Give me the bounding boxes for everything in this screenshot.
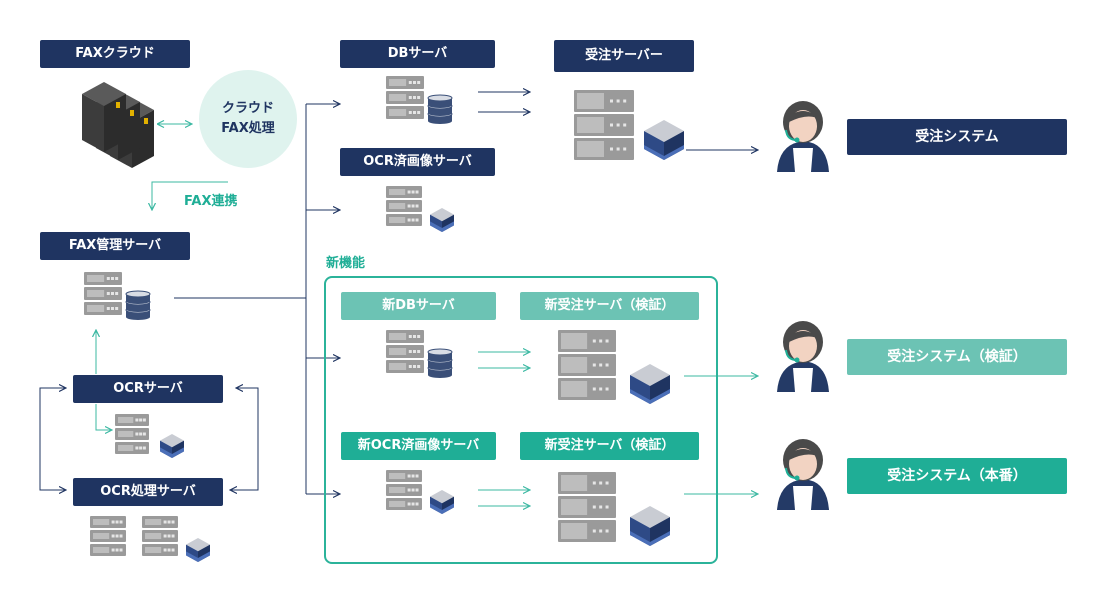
order-system-box: 受注システム — [847, 119, 1067, 155]
server-rack-icon — [386, 76, 424, 119]
cube-icon — [160, 434, 184, 458]
server-rack-icon — [558, 330, 616, 400]
server-rack-icon — [90, 516, 126, 556]
new-feature-box — [324, 276, 718, 564]
operator-icon — [777, 321, 829, 392]
server-rack-icon — [386, 470, 422, 510]
operator-icon — [777, 439, 829, 510]
operator-icon — [777, 101, 829, 172]
new-db-server-label: 新DBサーバ — [341, 292, 496, 320]
cube-icon — [630, 364, 670, 404]
server-rack-icon — [386, 330, 424, 373]
new-feature-label: 新機能 — [326, 256, 366, 271]
server-rack-icon — [558, 472, 616, 542]
database-icon — [125, 290, 151, 320]
server-rack-icon — [574, 90, 634, 160]
cube-icon — [430, 490, 454, 514]
fax-mgmt-server-label: FAX管理サーバ — [40, 232, 190, 260]
server-rack-icon — [386, 186, 422, 226]
ocr-server-label: OCRサーバ — [73, 375, 223, 403]
order-server-label: 受注サーバー — [554, 40, 694, 72]
new-ocr-img-server-label: 新OCR済画像サーバ — [341, 432, 496, 460]
cube-icon — [644, 120, 684, 160]
ocr-proc-server-label: OCR処理サーバ — [73, 478, 223, 506]
fax-link-label: FAX連携 — [184, 194, 238, 209]
order-system-prod-box: 受注システム（本番） — [847, 458, 1067, 494]
cloud-circle-line2: FAX処理 — [221, 121, 275, 136]
new-order-server-verify-label-1: 新受注サーバ（検証） — [520, 292, 699, 320]
server-rack-icon — [84, 272, 122, 315]
database-icon — [427, 348, 453, 378]
fax-hardware-icon — [82, 82, 154, 168]
fax-link-arrow — [152, 181, 228, 210]
database-icon — [427, 94, 453, 124]
cloud-circle-line1: クラウド — [221, 101, 274, 116]
cube-icon — [186, 538, 210, 562]
server-rack-icon — [142, 516, 178, 556]
ocr-img-server-label: OCR済画像サーバ — [340, 148, 495, 176]
new-order-server-verify-label-2: 新受注サーバ（検証） — [520, 432, 699, 460]
fax-cloud-label: FAXクラウド — [40, 40, 190, 68]
server-rack-icon — [115, 414, 149, 454]
order-system-verify-box: 受注システム（検証） — [847, 339, 1067, 375]
cube-icon — [630, 506, 670, 546]
cube-icon — [430, 208, 454, 232]
cloud-fax-circle: クラウド FAX処理 — [199, 70, 297, 168]
ocr-local-arrow — [95, 404, 112, 430]
db-server-label: DBサーバ — [340, 40, 495, 68]
